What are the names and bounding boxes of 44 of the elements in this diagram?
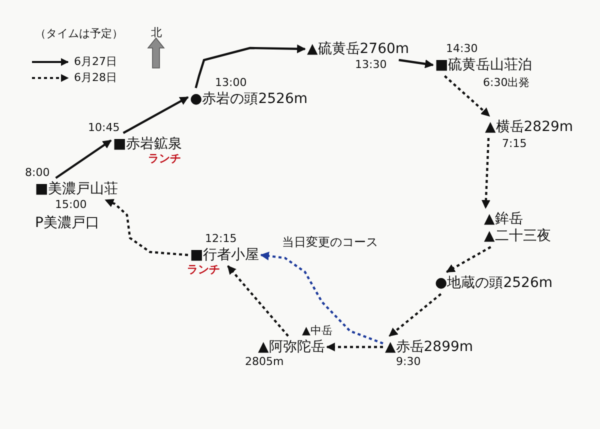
place-label: ■赤岩鉱泉: [113, 135, 182, 153]
legend-label: 6月27日: [74, 55, 117, 68]
compass-label: 北: [151, 26, 162, 39]
route-arrow: [388, 293, 442, 337]
place-label: ■行者小屋: [190, 246, 260, 264]
route-arrow: [104, 198, 188, 256]
route-arrow: [122, 96, 189, 134]
edge-label: 当日変更のコース: [282, 236, 378, 249]
time-label: 8:00: [25, 166, 50, 179]
route-arrow: [482, 138, 490, 209]
route-arrow: [55, 140, 112, 179]
place-label: ▲硫黄岳2760m: [307, 40, 410, 58]
time-label: 2805m: [245, 355, 284, 368]
place-label: ▲中岳: [302, 324, 332, 337]
route-arrow: [398, 58, 434, 68]
place-label: ■硫黄岳山荘泊: [435, 56, 532, 74]
time-label: 14:30: [446, 42, 478, 55]
note-label: ランチ: [187, 263, 220, 276]
route-arrow: [444, 75, 490, 117]
route-arrow: [194, 44, 306, 88]
place-label: ▲二十三夜: [484, 227, 551, 245]
time-label: 10:45: [88, 121, 120, 134]
place-label: P美濃戸口: [35, 214, 100, 232]
place-label: ▲阿弥陀岳: [258, 338, 325, 356]
time-label: 15:00: [55, 198, 87, 211]
time-label: 9:30: [396, 355, 421, 368]
place-label: ■美濃戸山荘: [35, 180, 118, 198]
note-label: ランチ: [148, 152, 181, 165]
place-label: ▲赤岳2899m: [385, 338, 474, 356]
time-label: 7:15: [502, 137, 527, 150]
time-label: 13:00: [215, 76, 247, 89]
route-arrow: [227, 265, 289, 337]
time-label: 6:30出発: [483, 76, 530, 89]
legend-label: 6月28日: [74, 71, 117, 84]
time-label: 12:15: [205, 232, 237, 245]
place-label: ▲横岳2829m: [485, 118, 574, 136]
place-label: ▲鉾岳: [484, 210, 523, 228]
place-label: ●地蔵の頭2526m: [435, 274, 552, 292]
note-label: （タイムは予定）: [35, 27, 123, 40]
route-arrow: [326, 342, 383, 352]
route-arrow: [260, 252, 384, 344]
route-arrow: [446, 246, 492, 273]
place-label: ●赤岩の頭2526m: [190, 90, 308, 108]
time-label: 13:30: [355, 58, 387, 71]
